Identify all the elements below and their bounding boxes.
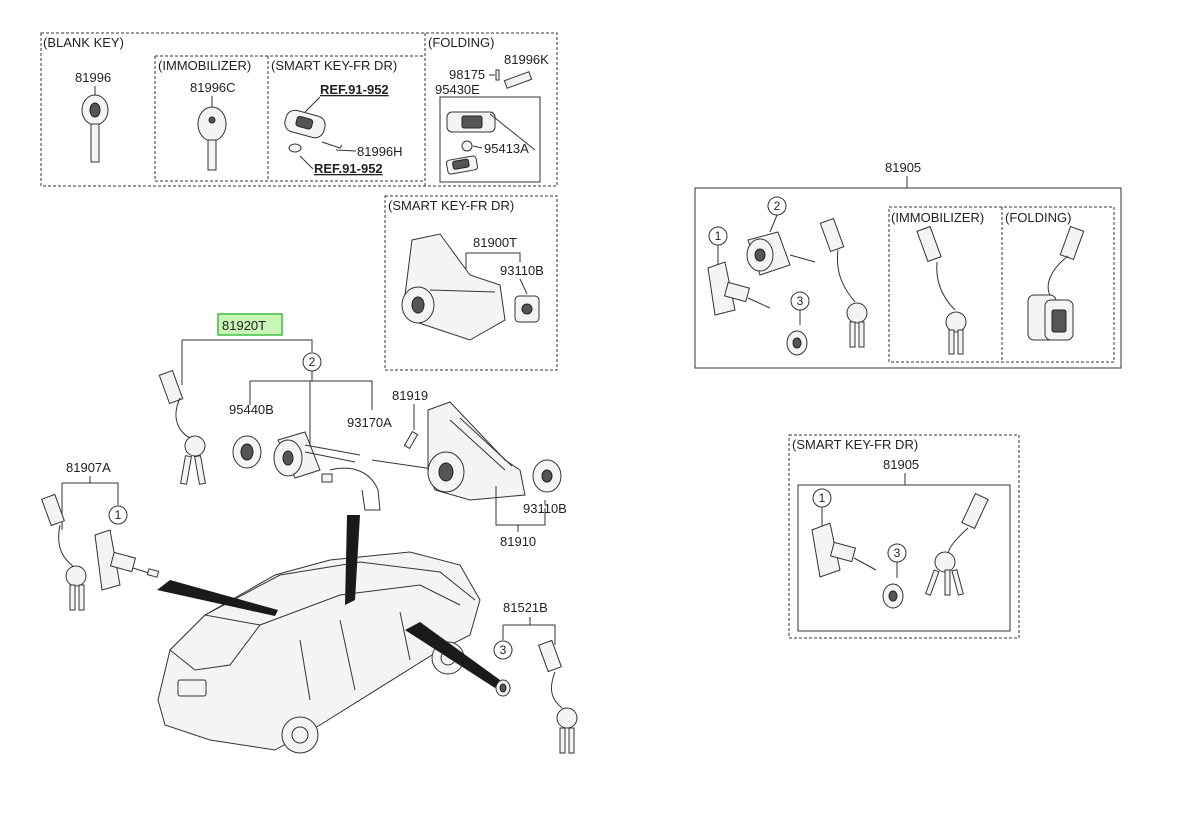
label-81919[interactable]: 81919	[392, 388, 428, 403]
section-immobilizer-1: (IMMOBILIZER)	[158, 58, 251, 73]
callout-3-tailgate	[493, 640, 513, 660]
callout-3-smart-text: 3	[894, 546, 901, 560]
folding-key-fob-icon	[445, 111, 536, 175]
kit-key-tag-icon	[819, 217, 868, 348]
suv-vehicle-icon	[157, 551, 481, 754]
label-95440B[interactable]: 95440B	[229, 402, 274, 417]
callout-1-door-text: 1	[115, 508, 122, 522]
label-81910[interactable]: 81910	[500, 534, 536, 549]
section-folding-1: (FOLDING)	[428, 35, 494, 50]
section-smart-key-1: (SMART KEY-FR DR)	[271, 58, 397, 73]
label-81905-bottom[interactable]: 81905	[883, 457, 919, 472]
section-blank-key: (BLANK KEY)	[43, 35, 124, 50]
lock-set-81905-box: 81905 (IMMOBILIZER) (FOLDING) 1 2 3	[694, 160, 1122, 369]
immobilizer-key-icon	[197, 106, 227, 171]
callout-1-kit-text: 1	[715, 229, 722, 243]
smart-key-ignition-box: (SMART KEY-FR DR) 81900T 93110B	[384, 195, 558, 371]
label-81996C[interactable]: 81996C	[190, 80, 236, 95]
section-immobilizer-2: (IMMOBILIZER)	[891, 210, 984, 225]
tailgate-key-tag-icon	[537, 639, 578, 754]
switch-harness-icon	[329, 467, 381, 511]
smart-key-tag-icon	[925, 492, 989, 596]
blank-key-icon	[81, 94, 109, 163]
smart-key-fob-icon	[284, 109, 343, 153]
label-81996[interactable]: 81996	[75, 70, 111, 85]
smart-door-cylinder-icon	[811, 522, 877, 578]
tailgate-cylinder-icon	[495, 679, 511, 697]
callout-3-kit-text: 3	[797, 294, 804, 308]
label-98175[interactable]: 98175	[449, 67, 485, 82]
pointer-arrow-tailgate	[405, 622, 500, 688]
kit-immobilizer-key-icon	[916, 225, 967, 355]
smart-key-lock-set-box: (SMART KEY-FR DR) 81905 1 3	[788, 434, 1020, 639]
label-81907A[interactable]: 81907A	[66, 460, 111, 475]
section-folding-2: (FOLDING)	[1005, 210, 1071, 225]
label-81900T[interactable]: 81900T	[473, 235, 517, 250]
key-variants-box: (BLANK KEY) (IMMOBILIZER) (SMART KEY-FR …	[40, 32, 558, 187]
door-lock-cylinder-icon	[94, 529, 160, 591]
label-81996H[interactable]: 81996H	[357, 144, 403, 159]
section-smart-key-3: (SMART KEY-FR DR)	[792, 437, 918, 452]
kit-door-cylinder-icon	[707, 261, 771, 316]
door-key-tag-icon	[40, 493, 87, 611]
main-assembly: 81920T 2 95440B 93170A	[40, 313, 578, 754]
steering-lock-housing-icon	[427, 401, 562, 501]
section-smart-key-2: (SMART KEY-FR DR)	[388, 198, 514, 213]
callout-1-door	[108, 505, 128, 525]
pointer-arrow-door	[157, 580, 278, 616]
immobilizer-ring-icon	[232, 435, 262, 469]
label-93110B-top[interactable]: 93110B	[500, 263, 544, 278]
ref-91-952-top[interactable]: REF.91-952	[320, 82, 389, 97]
pointer-arrow-ignition	[345, 515, 360, 605]
kit-ignition-cylinder-icon	[746, 231, 816, 276]
kit-tailgate-cylinder-icon	[786, 330, 808, 356]
smart-tailgate-cylinder-icon	[882, 583, 904, 609]
highlight-81920T	[217, 313, 283, 336]
label-81920T[interactable]: 81920T	[222, 318, 266, 333]
key-cylinder-icon	[273, 431, 361, 479]
key-with-tag-icon	[158, 369, 206, 485]
ref-91-952-bottom[interactable]: REF.91-952	[314, 161, 383, 176]
label-95413A[interactable]: 95413A	[484, 141, 529, 156]
callout-1-smart-text: 1	[819, 491, 826, 505]
label-95430E[interactable]: 95430E	[435, 82, 480, 97]
callout-2-main-text: 2	[309, 355, 316, 369]
callout-3-tailgate-text: 3	[500, 643, 507, 657]
label-81905-top[interactable]: 81905	[885, 160, 921, 175]
label-93170A[interactable]: 93170A	[347, 415, 392, 430]
label-81996K[interactable]: 81996K	[504, 52, 549, 67]
callout-2-kit-text: 2	[774, 199, 781, 213]
ignition-assembly-top-icon	[401, 233, 540, 341]
label-81521B[interactable]: 81521B	[503, 600, 548, 615]
kit-folding-key-icon	[1027, 225, 1085, 341]
